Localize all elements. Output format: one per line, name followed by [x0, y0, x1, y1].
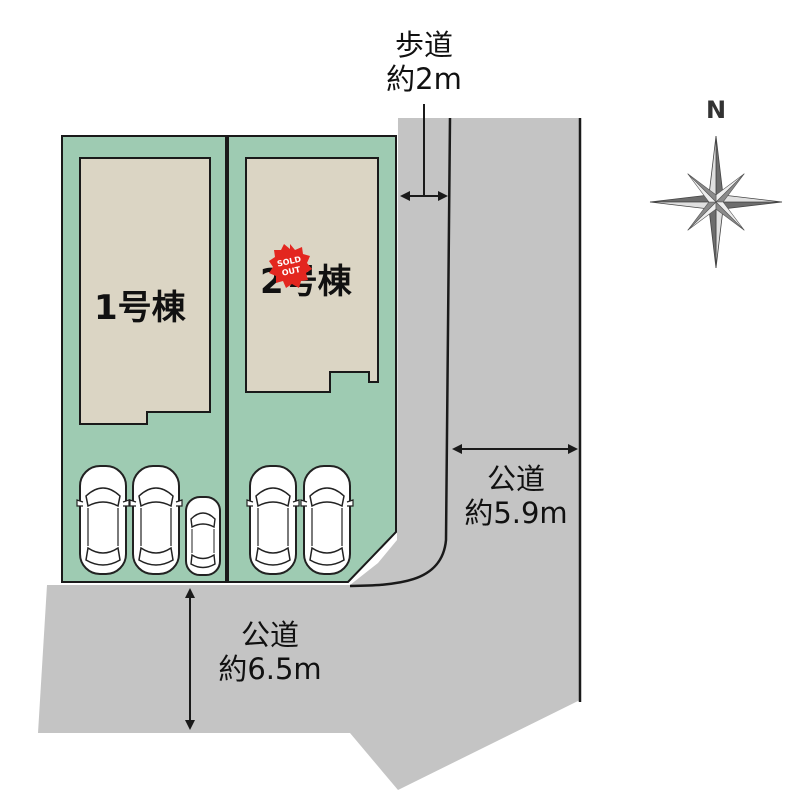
building-2: [245, 157, 379, 393]
sidewalk-label-line2: 約2m: [386, 62, 462, 96]
sidewalk-label: 歩道 約2m: [372, 28, 476, 96]
lot-2-label: 2号棟: [260, 262, 352, 302]
east-road-label-line2: 約5.9m: [464, 496, 568, 530]
south-road-label: 公道 約6.5m: [200, 618, 340, 686]
south-road-label-line1: 公道: [240, 618, 299, 652]
road-edge-line: [349, 117, 452, 588]
north-label: N: [706, 96, 727, 124]
sidewalk-dimension: [400, 104, 448, 201]
road-network: [38, 118, 580, 790]
parking-car-1b: [129, 465, 183, 575]
east-road-label-line1: 公道: [486, 462, 545, 496]
north-compass-icon: [649, 135, 783, 269]
lot-1-label: 1号棟: [94, 288, 186, 328]
parking-car-1c: [185, 496, 221, 576]
building-1: [79, 157, 211, 425]
parking-car-1a: [76, 465, 130, 575]
parking-car-2b: [300, 465, 354, 575]
east-road-dimension: [452, 444, 578, 454]
parking-car-2a: [246, 465, 300, 575]
east-road-label: 公道 約5.9m: [450, 462, 582, 530]
sidewalk-label-line1: 歩道: [394, 28, 453, 62]
south-road-dimension: [185, 588, 195, 730]
south-road-label-line2: 約6.5m: [218, 652, 322, 686]
